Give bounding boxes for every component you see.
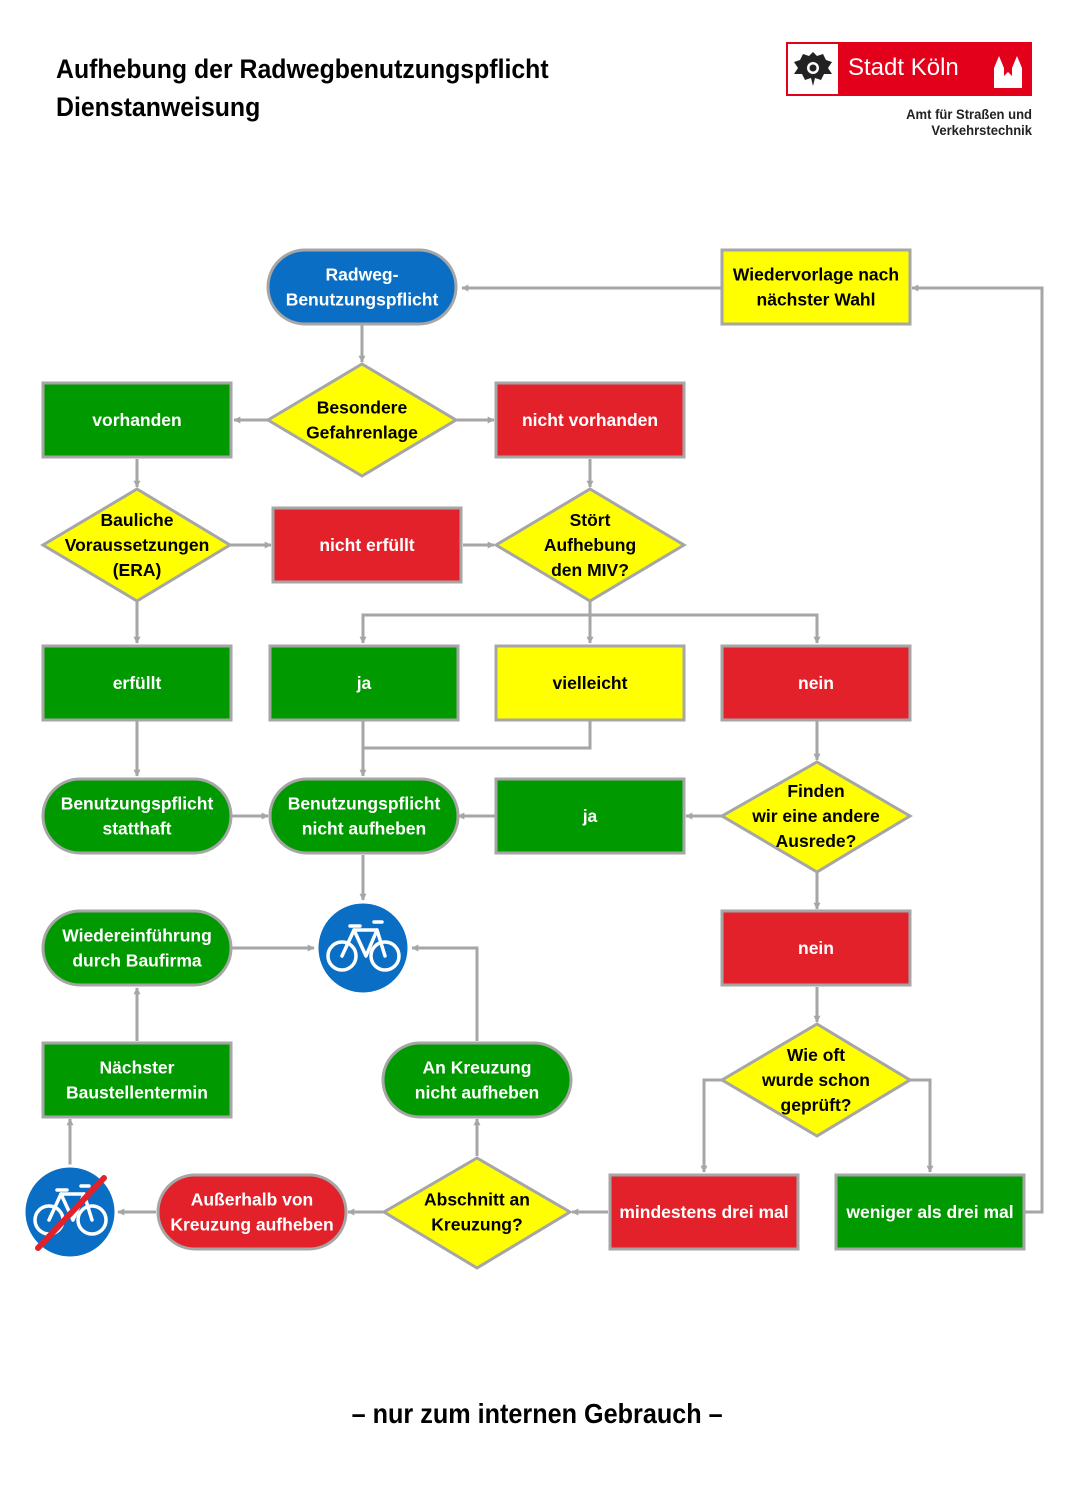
node-label-start: Radweg- [326, 265, 399, 285]
node-ausrede [719, 760, 913, 874]
node-label-vielleicht: vielleicht [553, 673, 628, 693]
node-nicht-aufheben [268, 777, 460, 855]
bicycle-sign-crossed-icon [22, 1164, 118, 1260]
logo-subtitle: Amt für Straßen und Verkehrstechnik [906, 106, 1032, 138]
node-label-wie-oft: Wie oft [787, 1045, 845, 1065]
node-baustellentermin [41, 1041, 233, 1119]
node-label-ausrede: Finden [787, 781, 844, 801]
node-label-ja1: ja [356, 673, 372, 693]
node-label-nein1: nein [798, 673, 834, 693]
node-label-ausserhalb: Außerhalb von [191, 1190, 314, 1210]
node-erfuellt [41, 644, 233, 722]
node-label-gefahrenlage: Besondere [317, 398, 408, 418]
node-wiedereinfuehrung [41, 909, 233, 987]
node-label-baustellentermin: Nächster [100, 1058, 175, 1078]
node-label-statthaft: Benutzungspflicht [61, 794, 214, 814]
node-label-abschnitt: Abschnitt an [424, 1190, 530, 1210]
node-label-statthaft: statthaft [102, 819, 171, 839]
node-label-baustellentermin: Baustellentermin [66, 1083, 208, 1103]
city-seal-icon [788, 44, 838, 94]
connector-kreuzung-nicht-sign [411, 944, 479, 1041]
node-nein2 [720, 909, 912, 987]
node-label-wiedereinfuehrung: Wiedereinführung [62, 926, 212, 946]
node-label-ja2: ja [582, 806, 598, 826]
node-label-nicht-erfuellt: nicht erfüllt [319, 535, 414, 555]
node-gefahrenlage [265, 362, 459, 478]
node-label-wiedereinfuehrung: durch Baufirma [72, 951, 202, 971]
node-label-wie-oft: geprüft? [781, 1095, 852, 1115]
node-wie-oft [719, 1022, 913, 1138]
node-label-stoert: Aufhebung [544, 535, 636, 555]
node-label-nicht-aufheben: Benutzungspflicht [288, 794, 441, 814]
stadt-koeln-logo: Stadt Köln [786, 42, 1032, 98]
node-label-abschnitt: Kreuzung? [431, 1215, 522, 1235]
node-label-kreuzung-nicht: nicht aufheben [415, 1083, 539, 1103]
node-bauliche [40, 487, 233, 603]
node-nicht-vorhanden [494, 381, 686, 459]
node-label-gefahrenlage: Gefahrenlage [306, 423, 418, 443]
node-label-stoert: Stört [570, 510, 611, 530]
title-line-1: Aufhebung der Radwegbenutzungspflicht [56, 54, 549, 84]
node-ja1 [268, 644, 460, 722]
connector-wie-oft-mindestens [700, 1078, 722, 1173]
node-label-bauliche: Voraussetzungen [65, 535, 210, 555]
bicycle-sign-icon [315, 900, 411, 996]
logo-text: Stadt Köln [848, 54, 959, 81]
node-label-kreuzung-nicht: An Kreuzung [423, 1058, 532, 1078]
node-ausserhalb [156, 1173, 348, 1251]
node-label-nein2: nein [798, 938, 834, 958]
node-stoert [493, 487, 687, 603]
connector-vielleicht-join [363, 721, 592, 750]
node-label-weniger: weniger als drei mal [845, 1202, 1013, 1222]
node-vielleicht [494, 644, 686, 722]
node-label-stoert: den MIV? [551, 560, 629, 580]
node-label-start: Benutzungspflicht [286, 290, 439, 310]
node-statthaft [41, 777, 233, 855]
node-label-wiedervorlage: Wiedervorlage nach [733, 265, 899, 285]
node-label-bauliche: (ERA) [113, 560, 162, 580]
node-ja2 [494, 777, 686, 855]
connectors [66, 284, 1044, 1216]
node-label-ausrede: wir eine andere [751, 806, 880, 826]
node-mindestens [608, 1173, 800, 1251]
node-label-erfuellt: erfüllt [113, 673, 162, 693]
node-label-nicht-vorhanden: nicht vorhanden [522, 410, 658, 430]
node-weniger [834, 1173, 1026, 1251]
node-label-wiedervorlage: nächster Wahl [757, 290, 876, 310]
node-kreuzung-nicht [381, 1041, 573, 1119]
connector-weniger-wiedervorlage [911, 284, 1044, 1214]
node-label-ausserhalb: Kreuzung aufheben [170, 1215, 333, 1235]
node-label-ausrede: Ausrede? [776, 831, 857, 851]
node-vorhanden [41, 381, 233, 459]
cathedral-icon [994, 56, 1022, 88]
node-start [266, 248, 458, 326]
title-line-2: Dienstanweisung [56, 92, 261, 122]
node-label-nicht-aufheben: nicht aufheben [302, 819, 426, 839]
node-abschnitt [381, 1156, 573, 1270]
connector-wie-oft-weniger [910, 1078, 934, 1173]
node-label-vorhanden: vorhanden [92, 410, 181, 430]
page-title: Aufhebung der Radwegbenutzungspflicht Di… [56, 50, 549, 126]
node-label-bauliche: Bauliche [101, 510, 174, 530]
node-label-mindestens: mindestens drei mal [619, 1202, 788, 1222]
node-wiedervorlage [720, 248, 912, 326]
internal-use-note: – nur zum internen Gebrauch – [351, 1398, 723, 1429]
node-nicht-erfuellt [271, 506, 463, 584]
node-nein1 [720, 644, 912, 722]
node-label-wie-oft: wurde schon [761, 1070, 870, 1090]
